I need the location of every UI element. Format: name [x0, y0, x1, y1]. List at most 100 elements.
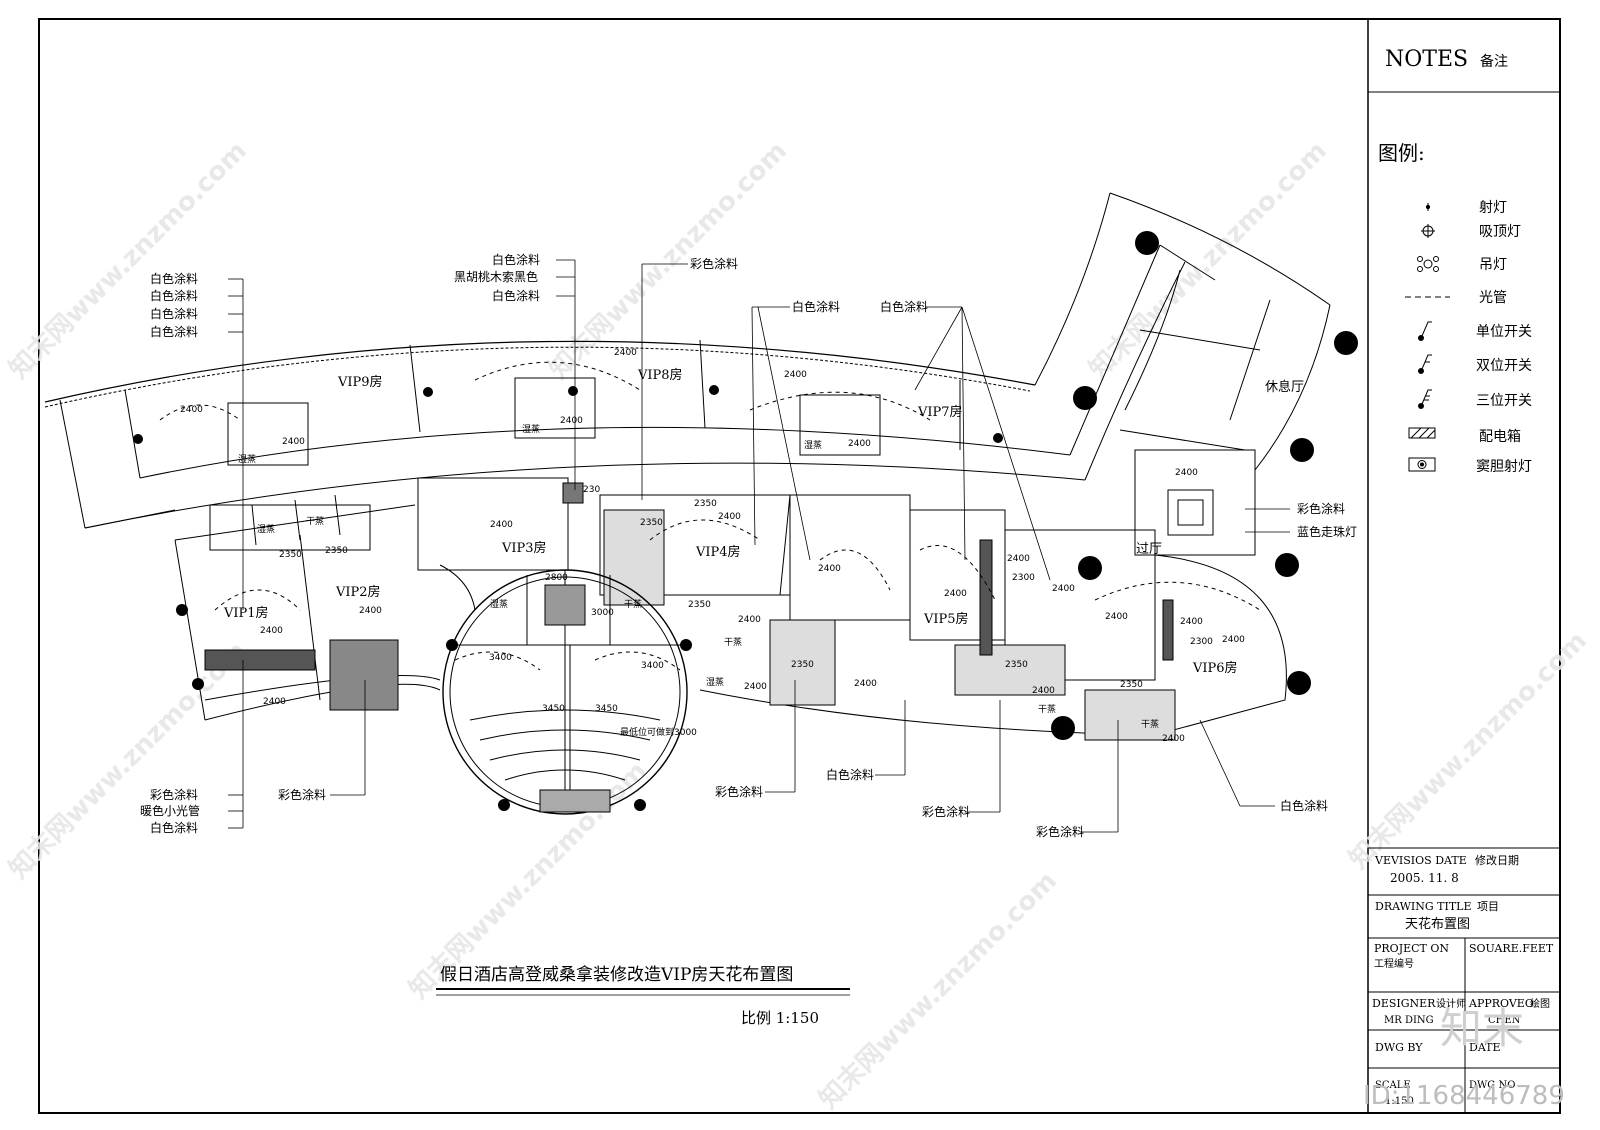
watermark-text: 知末网www.znzmo.com	[4, 636, 253, 885]
drawing-title-label-cn: 项目	[1477, 900, 1499, 913]
room-label-wet-steam: 湿蒸	[238, 453, 256, 465]
wet-steam-room	[227, 402, 309, 466]
partition	[59, 399, 86, 529]
height-mark: 2350	[694, 499, 717, 509]
double-switch-icon	[1418, 354, 1432, 374]
height-mark: 2350	[791, 660, 814, 670]
room-label-dry-steam: 干蒸	[724, 636, 742, 648]
room-label-corridor: 过厅	[1136, 542, 1162, 557]
wet-steam-room	[799, 394, 881, 456]
height-mark: 2400	[744, 682, 767, 692]
single-switch-icon	[1418, 321, 1432, 341]
callout-white-paint: 白色涂料	[150, 820, 198, 835]
ceiling-box	[1167, 489, 1214, 536]
callout-white-paint: 白色涂料	[150, 324, 198, 339]
designer-label: DESIGNER	[1372, 997, 1436, 1010]
stone-area	[954, 644, 1066, 696]
title-block: NOTES 备注 图例: 射灯 吸顶灯 吊灯 光管 单位开关 双位开关 三位开关…	[1368, 47, 1560, 1113]
hatch-area	[979, 539, 993, 656]
wet-steam-room	[514, 377, 596, 439]
leader	[751, 306, 756, 546]
height-mark: 2400	[1180, 617, 1203, 627]
column	[1334, 331, 1358, 355]
watermark-text: 知末网www.znzmo.com	[1344, 626, 1593, 875]
callout-white-paint: 白色涂料	[492, 288, 540, 303]
hatch-area	[1162, 599, 1174, 661]
south-inner-arc	[204, 675, 441, 701]
column	[680, 639, 692, 651]
callout-color-paint: 彩色涂料	[715, 784, 763, 799]
room-label-dry-steam: 干蒸	[306, 515, 324, 527]
room-label-dry-steam: 干蒸	[1038, 703, 1056, 715]
stone-area	[1084, 689, 1176, 741]
callout-warm-tube: 暖色小光管	[140, 803, 200, 818]
light-tubes	[159, 361, 1261, 671]
legend-label: 射灯	[1479, 200, 1507, 216]
leader	[961, 306, 966, 561]
height-mark: 2350	[325, 546, 348, 556]
height-mark: 3000	[591, 608, 614, 618]
room-label-wet-steam: 湿蒸	[706, 676, 724, 688]
column	[1287, 671, 1311, 695]
light-tube-arc	[819, 549, 891, 591]
legend-label: 三位开关	[1476, 393, 1532, 409]
callout-walnut-black: 黑胡桃木索黑色	[454, 269, 538, 284]
height-mark: 230	[583, 485, 600, 495]
column	[1051, 716, 1075, 740]
height-mark: 2400	[718, 512, 741, 522]
spotlight-icon	[1425, 203, 1431, 211]
vip4-side	[789, 494, 911, 621]
id-watermark: ID:1168446789	[1363, 1081, 1565, 1111]
room-label-wet-steam: 湿蒸	[257, 523, 275, 535]
height-mark: 2800	[545, 573, 568, 583]
height-mark: 2300	[1190, 637, 1213, 647]
legend-icons	[1405, 203, 1450, 472]
height-mark: 2400	[1105, 612, 1128, 622]
light-tube-arc	[214, 589, 301, 611]
column	[1135, 231, 1159, 255]
drawing-title-value: 天花布置图	[1405, 916, 1470, 932]
wall	[334, 494, 341, 536]
callout-color-paint: 彩色涂料	[278, 787, 326, 802]
partition	[124, 389, 141, 479]
height-mark: 2400	[260, 626, 283, 636]
room-label-vip5: VIP5房	[923, 611, 969, 627]
height-mark: 2400	[1032, 686, 1055, 696]
room-label-vip1: VIP1房	[223, 605, 269, 621]
wing-arc	[1124, 269, 1181, 411]
vip6-room	[1154, 554, 1287, 736]
column	[993, 433, 1003, 443]
room-label-dry-steam: 干蒸	[624, 598, 642, 610]
vip6-zone	[1004, 529, 1156, 681]
room-label-wet-steam: 湿蒸	[804, 439, 822, 451]
column	[568, 386, 578, 396]
wing-rib	[1159, 244, 1216, 281]
stair-landing	[539, 789, 611, 813]
lounge-cabin	[1134, 449, 1256, 556]
hatch-area	[204, 649, 316, 671]
room-label-dry-steam: 干蒸	[1141, 718, 1159, 730]
height-mark: 2350	[1120, 680, 1143, 690]
callout-color-paint: 彩色涂料	[150, 787, 198, 802]
light-tube-arc	[159, 404, 241, 421]
column	[423, 387, 433, 397]
triple-switch-icon	[1418, 389, 1432, 409]
height-mark: 2400	[263, 697, 286, 707]
north-wing-left	[1034, 192, 1111, 386]
column	[634, 799, 646, 811]
height-mark: 2400	[490, 520, 513, 530]
height-mark: 2400	[848, 439, 871, 449]
light-tube-arc	[919, 545, 996, 601]
callout-white-paint: 白色涂料	[1280, 798, 1328, 813]
corridor-top-arc	[139, 426, 1071, 479]
designer-label-cn: 设计师	[1436, 997, 1466, 1010]
revision-date-label-cn: 修改日期	[1475, 853, 1519, 867]
notes-title-cn: 备注	[1480, 53, 1508, 70]
titleblock-grid	[1368, 847, 1560, 1113]
watermark-text: 知末网www.znzmo.com	[1084, 136, 1333, 385]
callout-white-paint: 白色涂料	[792, 299, 840, 314]
ceiling-lamp-icon	[1421, 224, 1435, 238]
designer-value: MR DING	[1384, 1015, 1434, 1026]
callout-white-paint: 白色涂料	[492, 252, 540, 267]
wall	[294, 499, 301, 541]
